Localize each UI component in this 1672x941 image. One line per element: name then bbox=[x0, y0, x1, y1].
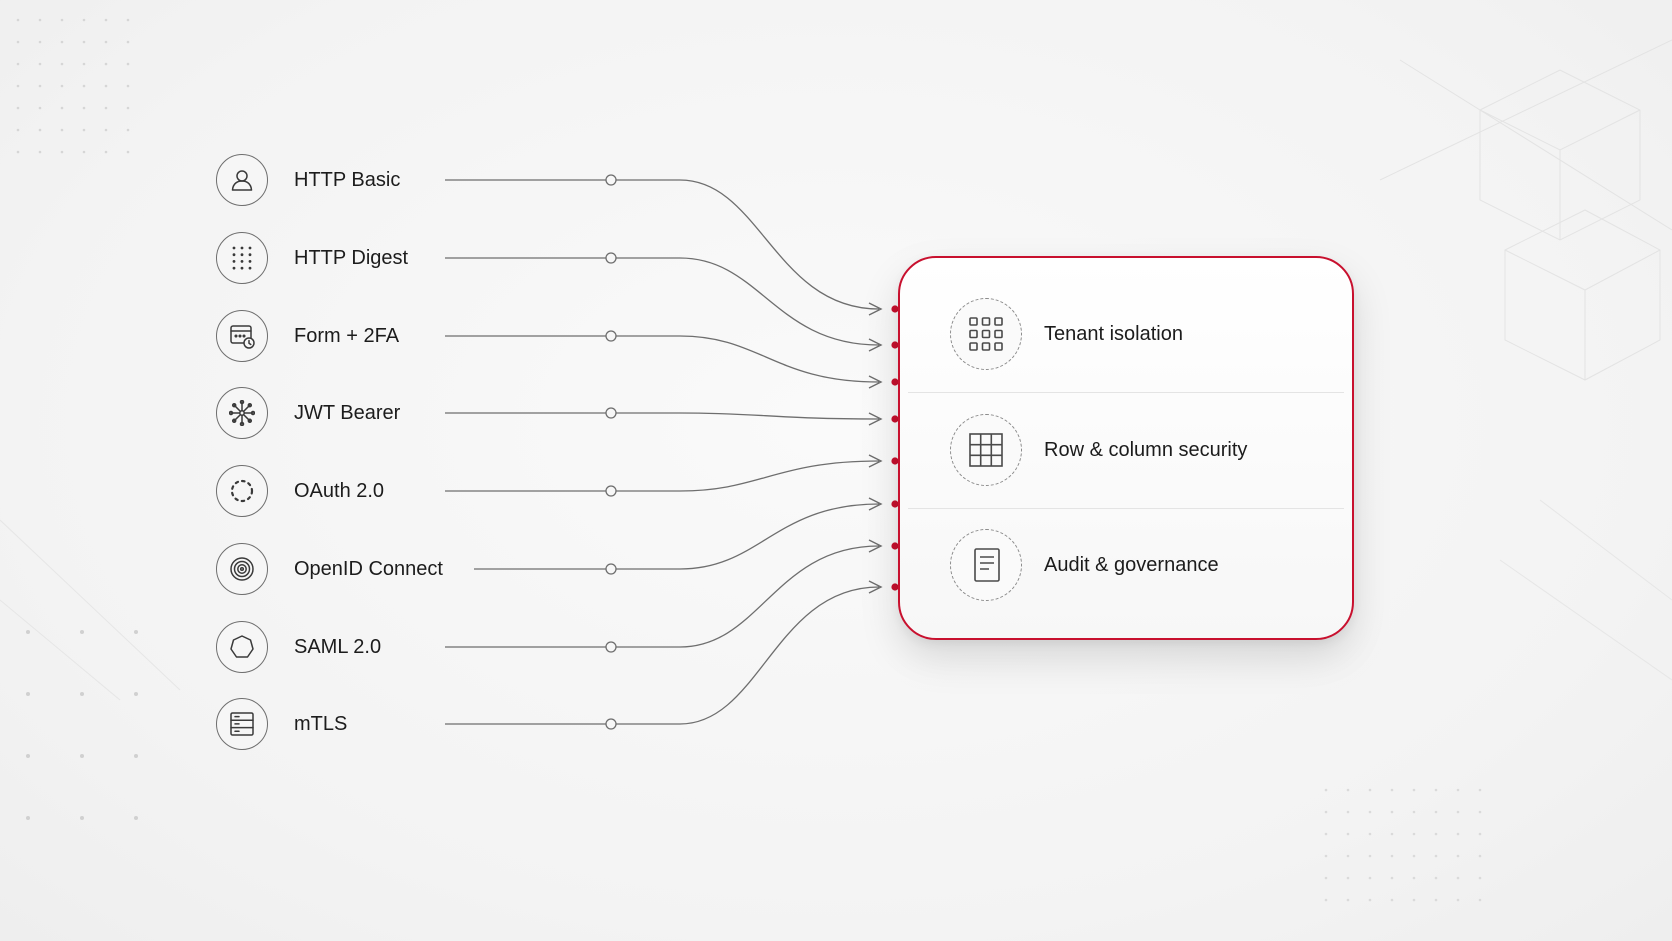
connector-node bbox=[605, 330, 617, 342]
auth-method-label: OpenID Connect bbox=[294, 557, 443, 580]
card-port-dot bbox=[891, 457, 899, 465]
connector-line bbox=[445, 335, 880, 383]
connector-node bbox=[605, 563, 617, 575]
connector-line bbox=[445, 545, 880, 648]
dot-grid-icon bbox=[216, 232, 268, 284]
auth-method-label: SAML 2.0 bbox=[294, 635, 382, 658]
auth-method-form-2fa: Form + 2FA bbox=[216, 309, 399, 363]
capability-label: Audit & governance bbox=[1044, 553, 1219, 576]
arrowhead bbox=[868, 580, 883, 594]
connector-node bbox=[605, 485, 617, 497]
starburst-icon bbox=[216, 387, 268, 439]
auth-method-saml-2-0: SAML 2.0 bbox=[216, 620, 381, 674]
connector-node bbox=[605, 718, 617, 730]
connector-line bbox=[445, 412, 880, 420]
wireframe-cube-decoration bbox=[1379, 39, 1672, 381]
connector-node bbox=[605, 252, 617, 264]
arrowhead bbox=[868, 539, 883, 553]
user-icon bbox=[216, 154, 268, 206]
capability-row-column-security: Row & column security bbox=[950, 414, 1247, 486]
auth-method-http-basic: HTTP Basic bbox=[216, 153, 400, 207]
arrowhead bbox=[868, 375, 883, 389]
connector-node bbox=[605, 407, 617, 419]
connector-line bbox=[445, 586, 880, 725]
arrowhead bbox=[868, 454, 883, 468]
card-port-dot bbox=[891, 305, 899, 313]
capability-tenant-isolation: Tenant isolation bbox=[950, 298, 1183, 370]
card-port-dot bbox=[891, 341, 899, 349]
auth-method-label: HTTP Basic bbox=[294, 168, 401, 191]
card-port-dot bbox=[891, 378, 899, 386]
card-port-dot bbox=[891, 415, 899, 423]
auth-method-oauth-2-0: OAuth 2.0 bbox=[216, 464, 384, 518]
arrowhead bbox=[868, 302, 883, 316]
table-grid-icon bbox=[950, 414, 1022, 486]
capability-audit-governance: Audit & governance bbox=[950, 529, 1219, 601]
grid-squares-icon bbox=[950, 298, 1022, 370]
auth-method-label: JWT Bearer bbox=[294, 401, 401, 424]
capability-label: Row & column security bbox=[1044, 438, 1248, 461]
form-clock-icon bbox=[216, 310, 268, 362]
divider bbox=[908, 392, 1344, 393]
dotted-circle-icon bbox=[216, 465, 268, 517]
auth-method-label: HTTP Digest bbox=[294, 246, 409, 269]
auth-method-http-digest: HTTP Digest bbox=[216, 231, 408, 285]
auth-method-label: OAuth 2.0 bbox=[294, 479, 385, 502]
connector-line bbox=[445, 257, 880, 346]
capability-label: Tenant isolation bbox=[1044, 322, 1183, 345]
polygon-icon bbox=[216, 621, 268, 673]
arrowhead bbox=[868, 497, 883, 511]
corner-lines-decoration bbox=[0, 499, 1672, 701]
card-port-dot bbox=[891, 583, 899, 591]
server-rack-icon bbox=[216, 698, 268, 750]
card-port-dot bbox=[891, 542, 899, 550]
card-port-dot bbox=[891, 500, 899, 508]
auth-method-mtls: mTLS bbox=[216, 697, 347, 751]
auth-method-jwt-bearer: JWT Bearer bbox=[216, 386, 400, 440]
arrowhead bbox=[868, 338, 883, 352]
connector-line bbox=[474, 503, 880, 570]
arrowhead bbox=[868, 412, 883, 426]
auth-method-label: Form + 2FA bbox=[294, 324, 400, 347]
auth-method-label: mTLS bbox=[294, 712, 348, 735]
connector-node bbox=[605, 174, 617, 186]
fingerprint-icon bbox=[216, 543, 268, 595]
divider bbox=[908, 508, 1344, 509]
connector-node bbox=[605, 641, 617, 653]
auth-method-openid-connect: OpenID Connect bbox=[216, 542, 443, 596]
connector-line bbox=[445, 460, 880, 492]
security-capabilities-card: Tenant isolation Row & column security A… bbox=[898, 256, 1354, 640]
document-icon bbox=[950, 529, 1022, 601]
connector-line bbox=[445, 179, 880, 310]
